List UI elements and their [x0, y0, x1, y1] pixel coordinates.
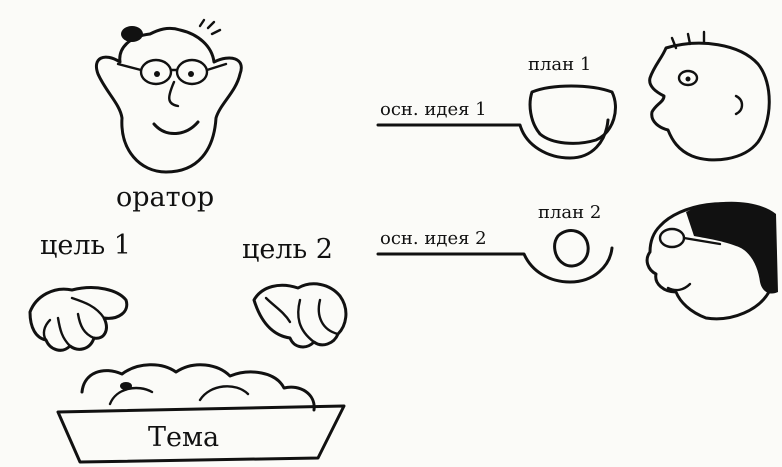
- right-hand: [254, 284, 346, 347]
- speaker-figure: [96, 20, 241, 172]
- idea2-label: осн. идея 2: [380, 230, 487, 248]
- goal1-label: цель 1: [40, 232, 131, 259]
- idea1-diagram: [378, 86, 615, 158]
- goal2-label: цель 2: [242, 236, 333, 263]
- listener1-figure: [650, 32, 770, 160]
- plan2-label: план 2: [538, 204, 601, 222]
- left-hand: [30, 288, 127, 351]
- speaker-label: оратор: [116, 184, 214, 211]
- listener2-figure: [647, 202, 778, 319]
- idea1-label: осн. идея 1: [380, 101, 487, 119]
- plan1-label: план 1: [528, 56, 591, 74]
- topic-label: Тема: [148, 424, 219, 451]
